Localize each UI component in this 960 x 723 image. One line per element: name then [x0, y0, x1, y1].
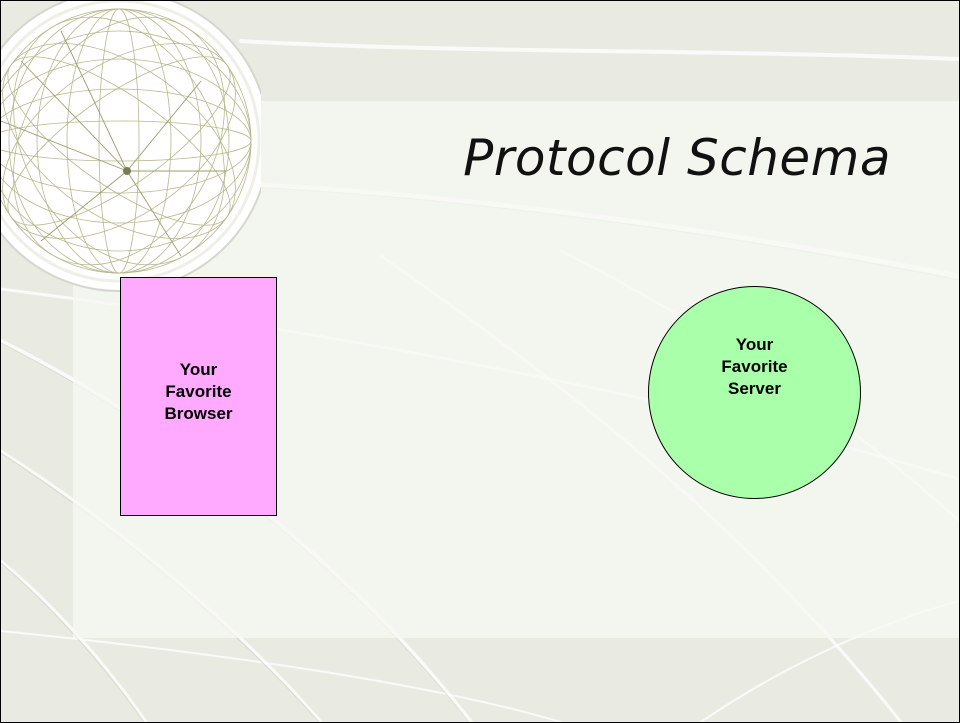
server-label: Your Favorite Server	[721, 334, 787, 400]
browser-label-line: Browser	[164, 404, 233, 423]
slide-title: Protocol Schema	[463, 129, 891, 187]
globe-decoration	[1, 1, 270, 301]
browser-node: Your Favorite Browser	[120, 277, 277, 516]
server-label-line: Your	[735, 334, 774, 354]
server-label-line: Server	[728, 378, 781, 398]
browser-label: Your Favorite Browser	[164, 359, 232, 425]
browser-label-line: Favorite	[165, 382, 232, 401]
server-label-line: Favorite	[721, 356, 788, 376]
server-node: Your Favorite Server	[648, 286, 861, 499]
browser-label-line: Your	[179, 360, 218, 379]
